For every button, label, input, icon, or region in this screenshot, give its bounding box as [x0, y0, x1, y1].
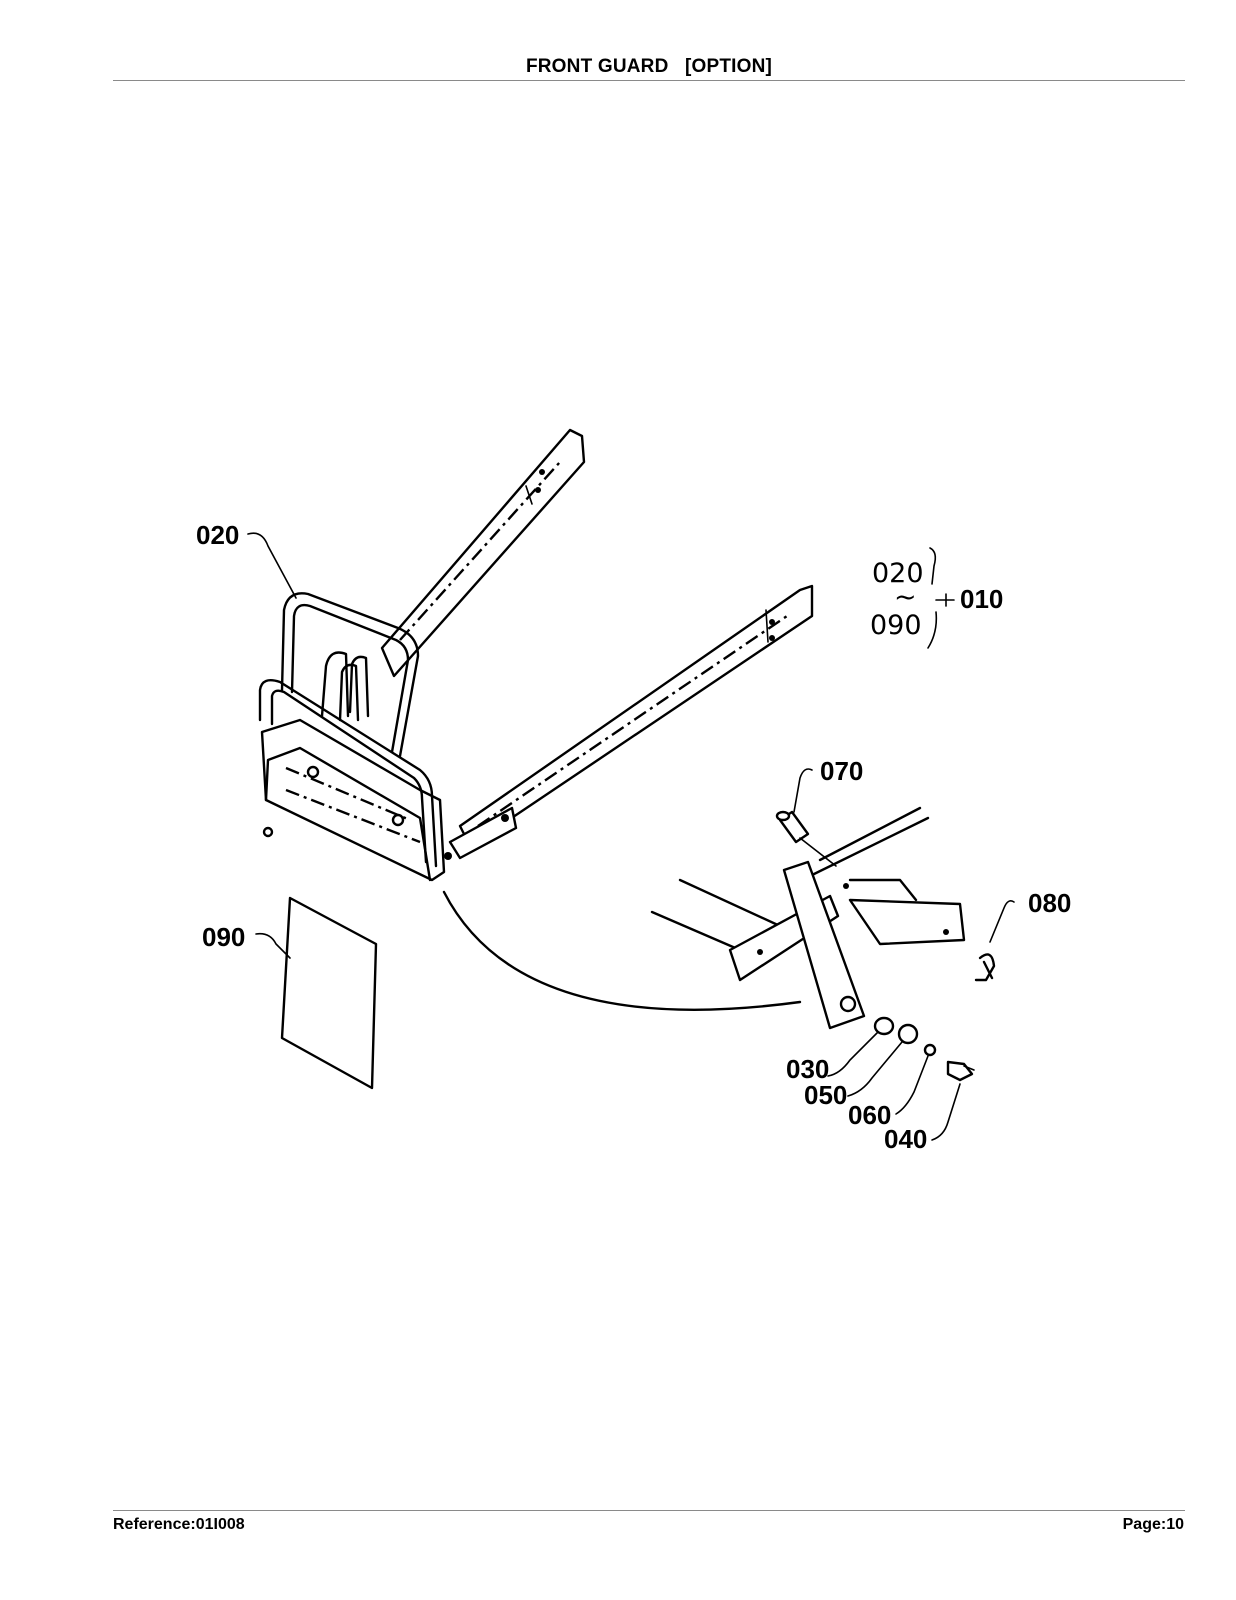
- frame-rail-left: [380, 428, 586, 678]
- callout-030: 030: [786, 1054, 829, 1084]
- assembly-tilde: ~: [894, 582, 917, 613]
- detail-mount-bracket: [650, 806, 966, 1030]
- page-title: FRONT GUARD [OPTION]: [525, 56, 773, 77]
- reference-code: Reference:01I008: [113, 1516, 245, 1533]
- callout-050: 050: [804, 1080, 847, 1110]
- hardware-stack: [873, 1016, 975, 1082]
- callout-040: 040: [884, 1124, 927, 1154]
- frame-rail-right: [448, 584, 814, 860]
- footer-divider: [113, 1510, 1185, 1511]
- callout-010: 010: [960, 584, 1003, 614]
- callout-090: 090: [202, 922, 245, 952]
- callout-020: 020: [196, 520, 239, 550]
- callout-070: 070: [820, 756, 863, 786]
- front-guard-tube: [258, 592, 438, 868]
- callout-060: 060: [848, 1100, 891, 1130]
- guard-base-box: [260, 718, 452, 882]
- assembly-to: 090: [870, 610, 922, 641]
- page-number: Page:10: [1122, 1516, 1184, 1533]
- leader-lines: [247, 532, 1015, 1141]
- header-divider: [113, 80, 1185, 81]
- label-sticker: [280, 896, 378, 1090]
- callout-080: 080: [1028, 888, 1071, 918]
- assembly-from: 020: [872, 558, 924, 589]
- detail-arrow-arc: [442, 890, 802, 1011]
- assembly-bracket: [927, 547, 955, 649]
- clip-080: [974, 953, 996, 982]
- pin-070: [775, 810, 837, 867]
